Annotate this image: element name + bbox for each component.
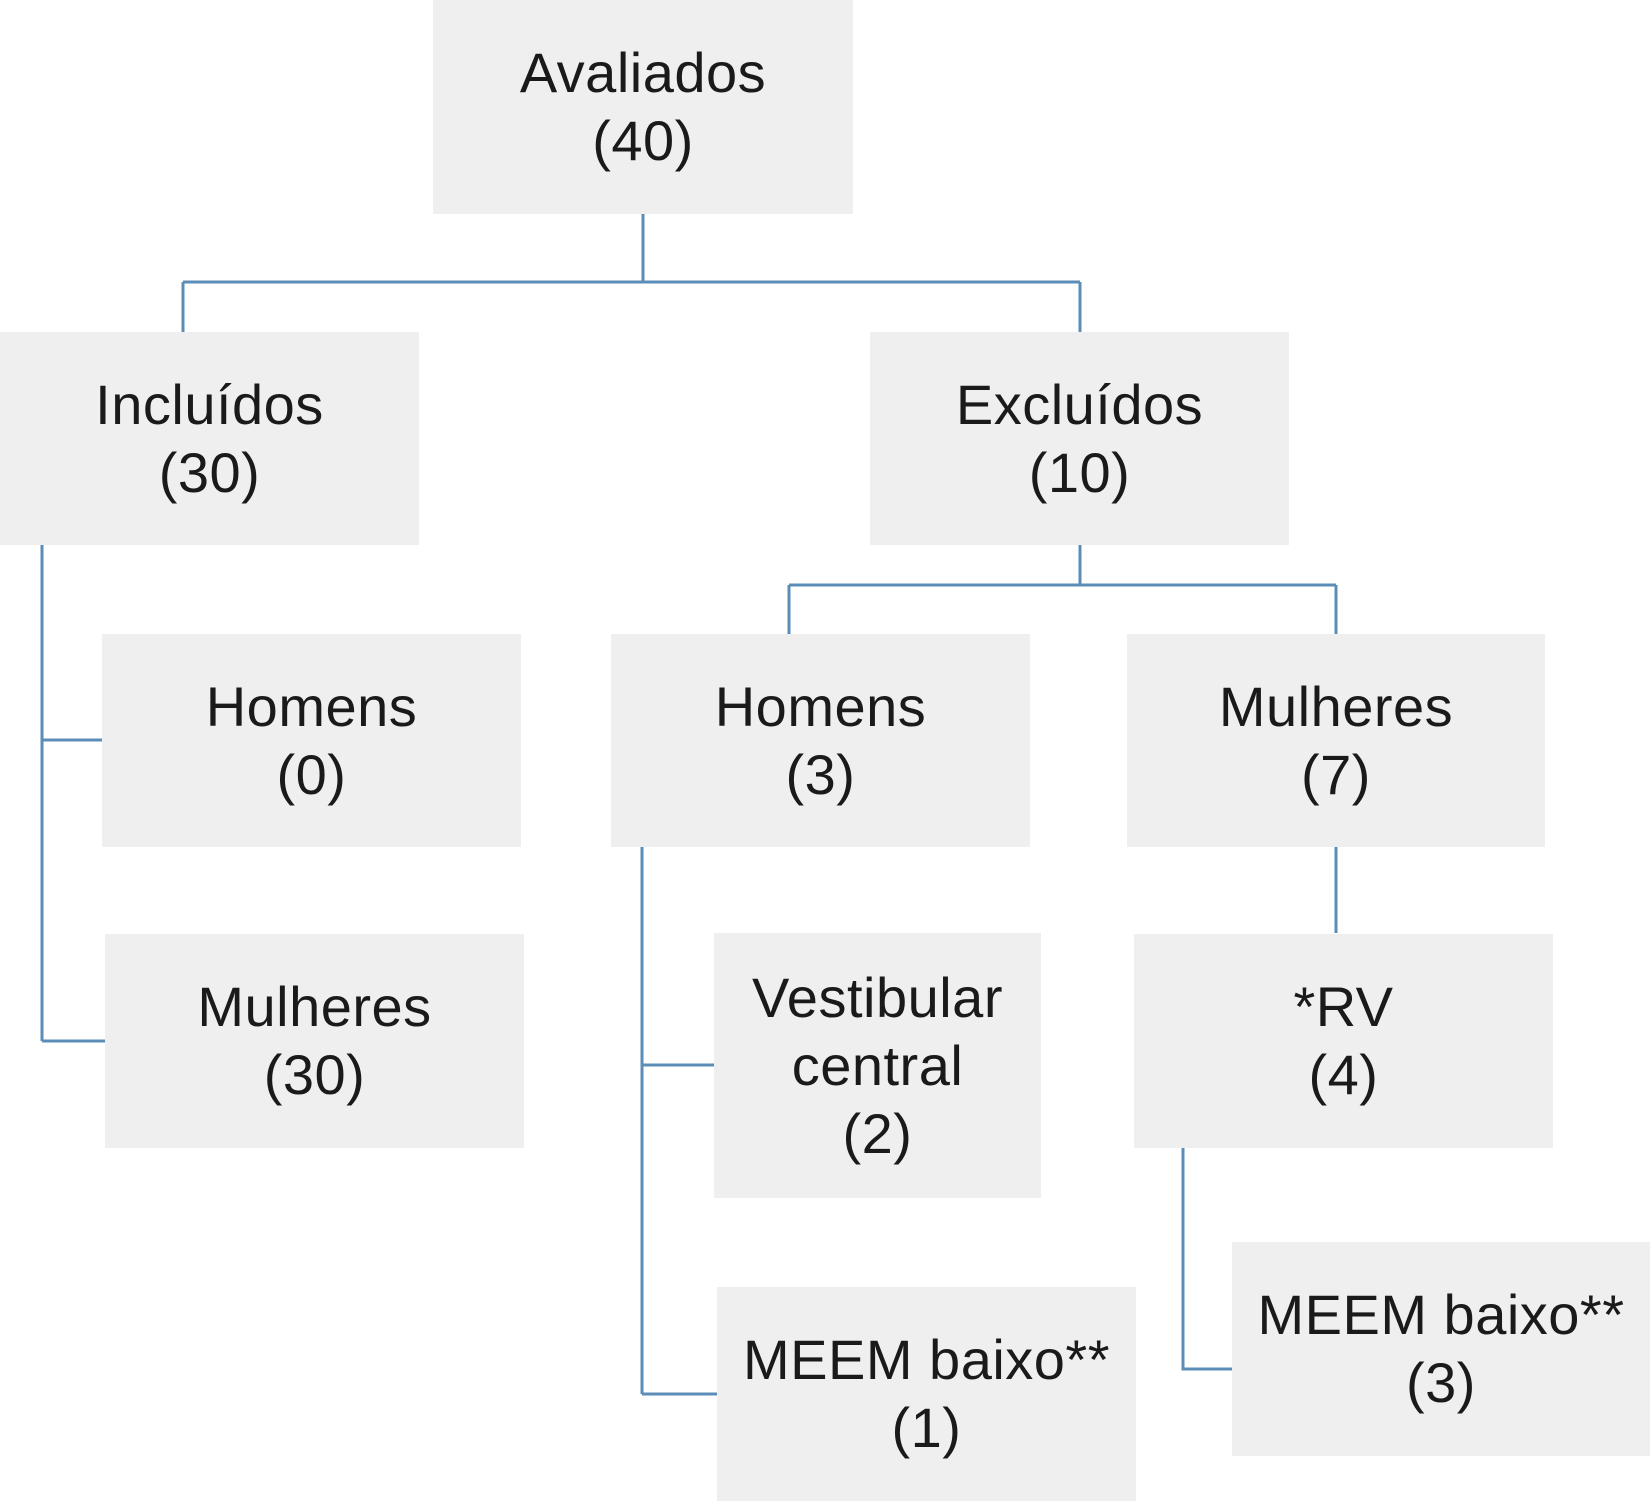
- node-incluidos: Incluídos (30): [0, 332, 419, 545]
- node-incluidos-homens-label: Homens: [205, 674, 418, 738]
- node-meem-baixo-homens-label: MEEM baixo**: [742, 1328, 1111, 1391]
- node-incluidos-mulheres-count: (30): [263, 1043, 366, 1106]
- node-avaliados: Avaliados (40): [433, 0, 853, 214]
- node-incluidos-homens: Homens (0): [102, 634, 521, 847]
- connector-homens-children: [640, 847, 717, 1396]
- node-incluidos-mulheres-label: Mulheres: [197, 975, 432, 1038]
- connector-rv-meem: [1181, 1148, 1232, 1371]
- node-excluidos-count: (10): [1028, 440, 1131, 504]
- node-meem-baixo-mulheres: MEEM baixo** (3): [1232, 1242, 1650, 1456]
- node-rv-label: *RV: [1293, 975, 1394, 1038]
- node-incluidos-mulheres: Mulheres (30): [105, 934, 524, 1148]
- node-avaliados-count: (40): [592, 109, 694, 172]
- node-meem-baixo-mulheres-label: MEEM baixo**: [1257, 1283, 1625, 1346]
- connector-incluidos-children: [40, 545, 105, 1043]
- node-vestibular-central: Vestibular central (2): [714, 933, 1041, 1198]
- node-excluidos-homens: Homens (3): [611, 634, 1030, 847]
- node-incluidos-label: Incluídos: [95, 372, 324, 436]
- connector-avaliados-split: [181, 214, 1082, 332]
- node-vestibular-central-label-line2: central: [791, 1033, 964, 1097]
- node-excluidos-label: Excluídos: [955, 372, 1204, 436]
- node-excluidos-homens-count: (3): [785, 742, 856, 806]
- node-meem-baixo-homens-count: (1): [891, 1396, 962, 1459]
- node-vestibular-central-label-line1: Vestibular: [752, 965, 1003, 1029]
- node-excluidos-mulheres-label: Mulheres: [1218, 674, 1454, 738]
- node-vestibular-central-count: (2): [842, 1101, 913, 1165]
- node-incluidos-count: (30): [158, 440, 261, 504]
- node-avaliados-label: Avaliados: [519, 41, 767, 104]
- node-excluidos-mulheres: Mulheres (7): [1127, 634, 1545, 847]
- node-excluidos: Excluídos (10): [870, 332, 1289, 545]
- node-excluidos-mulheres-count: (7): [1301, 742, 1371, 806]
- node-meem-baixo-mulheres-count: (3): [1406, 1351, 1476, 1414]
- node-excluidos-homens-label: Homens: [714, 674, 927, 738]
- connector-excluidos-split: [787, 545, 1338, 634]
- node-meem-baixo-homens: MEEM baixo** (1): [717, 1287, 1136, 1501]
- node-rv: *RV (4): [1134, 934, 1553, 1148]
- node-rv-count: (4): [1308, 1043, 1379, 1106]
- node-incluidos-homens-count: (0): [276, 742, 347, 806]
